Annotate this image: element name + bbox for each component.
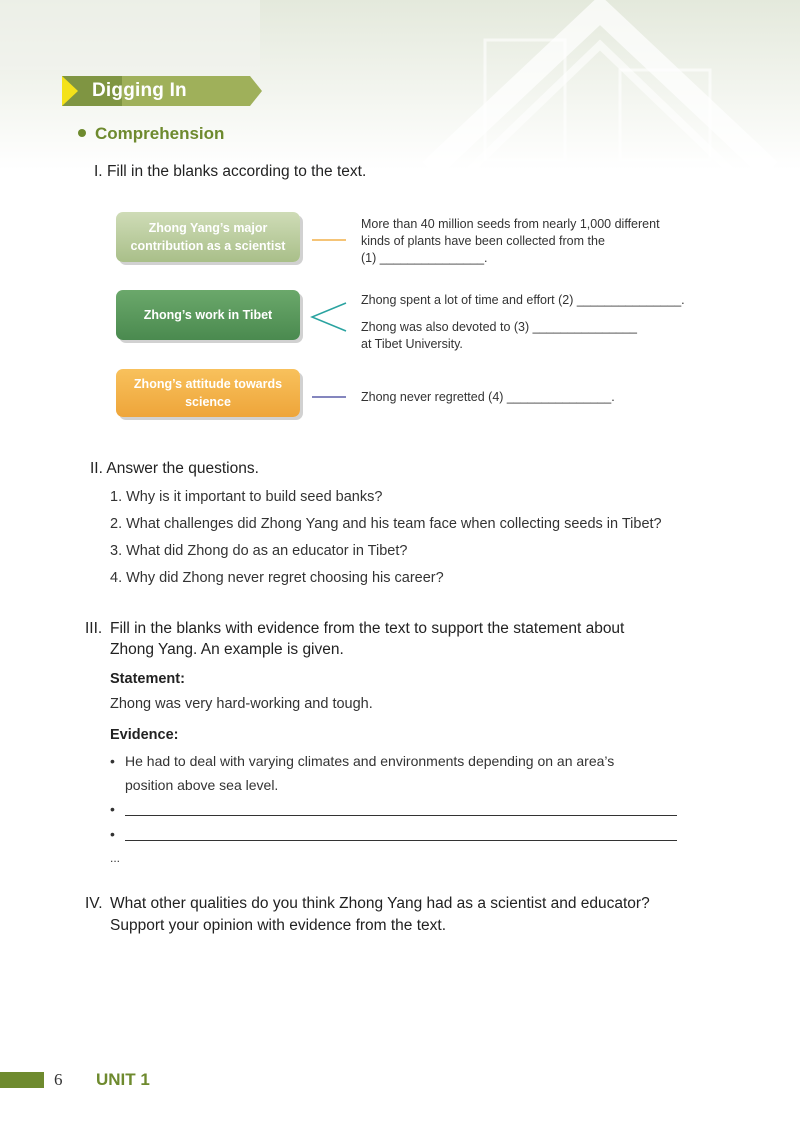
unit-label: UNIT 1	[96, 1070, 150, 1089]
part3-number: III.	[85, 620, 103, 637]
bullet-icon: •	[110, 826, 115, 842]
part4-question-line2: Support your opinion with evidence from …	[110, 917, 447, 934]
bullet-icon: •	[110, 753, 115, 769]
answer-4: Zhong never regretted (4) ______________…	[361, 390, 615, 404]
ellipsis: ...	[110, 851, 121, 865]
page-number: 6	[54, 1070, 63, 1089]
part2-heading: II. Answer the questions.	[90, 460, 259, 478]
connector-lines	[310, 239, 347, 398]
part4-number: IV.	[85, 895, 103, 912]
part4-heading: IV. What other qualities do you think Zho…	[85, 893, 650, 937]
part4-question-line1: What other qualities do you think Zhong …	[110, 895, 650, 912]
blank-line	[125, 824, 677, 841]
answer-3-line1: Zhong was also devoted to (3) __________…	[361, 320, 637, 334]
question-2: 2. What challenges did Zhong Yang and hi…	[110, 516, 662, 532]
concept-box-tibet-work: Zhong’s work in Tibet	[116, 290, 300, 340]
answer-2: Zhong spent a lot of time and effort (2)…	[361, 293, 685, 307]
bullet-icon	[78, 129, 86, 137]
part3-instruction-line1: Fill in the blanks with evidence from th…	[110, 620, 625, 637]
question-1: 1. Why is it important to build seed ban…	[110, 489, 383, 505]
evidence-blank-2[interactable]: •	[110, 822, 677, 846]
part1-instruction: Fill in the blanks according to the text…	[106, 163, 367, 180]
part2-number: II.	[90, 460, 103, 477]
question-4: 4. Why did Zhong never regret choosing h…	[110, 570, 444, 586]
answer-3-line2: at Tibet University.	[361, 337, 463, 351]
bullet-icon: •	[110, 801, 115, 817]
box2-line1: Zhong’s work in Tibet	[143, 307, 273, 322]
evidence-blank-1[interactable]: •	[110, 797, 677, 821]
answer-1: More than 40 million seeds from nearly 1…	[361, 216, 660, 267]
answer-1-line2: kinds of plants have been collected from…	[361, 234, 605, 248]
connector-line-2	[310, 302, 347, 332]
subsection-title: Comprehension	[95, 124, 225, 143]
section-banner	[62, 76, 262, 106]
statement-text: Zhong was very hard-working and tough.	[110, 696, 373, 712]
box3-line2: science	[185, 395, 231, 409]
footer-bar	[0, 1072, 44, 1088]
box1-line1: Zhong Yang’s major	[148, 220, 268, 235]
evidence-example-line1: He had to deal with varying climates and…	[125, 753, 615, 769]
answer-1-line3: (1) _______________.	[361, 251, 488, 265]
part3-heading: III. Fill in the blanks with evidence fro…	[85, 618, 624, 660]
box3-line1: Zhong’s attitude towards	[133, 376, 283, 391]
evidence-label: Evidence:	[110, 727, 179, 743]
box1-line2: contribution as a scientist	[130, 239, 286, 253]
part3-instruction-line2: Zhong Yang. An example is given.	[110, 641, 344, 658]
answer-3: Zhong was also devoted to (3) __________…	[361, 319, 637, 353]
evidence-example: • He had to deal with varying climates an…	[110, 749, 614, 797]
concept-box-attitude: Zhong’s attitude towards science	[116, 369, 300, 417]
section-title: Digging In	[92, 80, 187, 101]
question-3: 3. What did Zhong do as an educator in T…	[110, 543, 408, 559]
part1-number: I.	[94, 163, 103, 180]
blank-line	[125, 799, 677, 816]
statement-label: Statement:	[110, 671, 185, 687]
evidence-example-line2: position above sea level.	[125, 777, 279, 793]
part1-heading: I. Fill in the blanks according to the t…	[94, 163, 366, 181]
part2-instruction: Answer the questions.	[106, 460, 259, 477]
answer-1-line1: More than 40 million seeds from nearly 1…	[361, 217, 660, 231]
concept-box-contribution: Zhong Yang’s major contribution as a sci…	[116, 212, 300, 262]
